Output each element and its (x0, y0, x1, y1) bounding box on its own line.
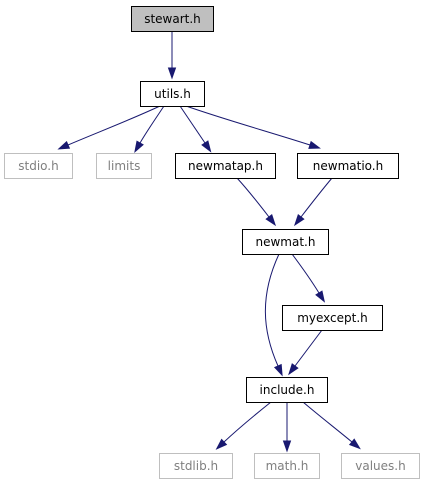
node-utils[interactable]: utils.h (140, 81, 205, 107)
edge-line (139, 105, 165, 144)
edge-stewart-to-utils (167, 30, 177, 80)
edge-arrowhead (273, 363, 283, 377)
edge-arrowhead (57, 140, 71, 150)
edge-newmatap-to-newmat (236, 177, 277, 227)
node-box (297, 153, 399, 179)
edge-arrowhead (348, 438, 361, 450)
node-label: stdio.h (18, 159, 58, 173)
edge-line (294, 329, 323, 367)
edge-line (291, 253, 320, 294)
node-label: limits (108, 159, 141, 173)
edge-arrowhead (293, 214, 305, 227)
edge-line (300, 177, 333, 218)
edge-include-to-math (282, 402, 292, 453)
edge-newmat-to-myexcept (291, 253, 326, 303)
node-box (175, 153, 276, 179)
node-math: math.h (254, 453, 320, 479)
node-stdio: stdio.h (4, 153, 73, 179)
edge-line (185, 105, 311, 146)
node-myexcept[interactable]: myexcept.h (282, 305, 383, 331)
nodes-layer: stewart.h utils.h stdio.h limits newmatap.h n… (4, 6, 420, 479)
node-box (282, 305, 383, 331)
edge-utils-to-stdio (57, 105, 161, 150)
node-limits: limits (96, 153, 152, 179)
edge-newmatio-to-newmat (293, 177, 333, 227)
edge-include-to-stdlib (215, 401, 272, 450)
edge-arrowhead (201, 140, 212, 153)
edge-line (236, 177, 270, 218)
node-newmatio[interactable]: newmatio.h (297, 153, 399, 179)
edge-utils-to-newmatap (179, 105, 212, 153)
edge-arrowhead (282, 440, 292, 453)
node-stdlib: stdlib.h (159, 453, 233, 479)
node-label: newmatap.h (188, 159, 263, 173)
node-box (96, 153, 152, 179)
node-label: math.h (266, 459, 309, 473)
node-label: newmat.h (256, 235, 316, 249)
edge-arrowhead (288, 363, 299, 376)
edge-arrowhead (134, 140, 144, 153)
edge-line (264, 253, 280, 367)
node-include[interactable]: include.h (246, 377, 328, 403)
node-box (140, 81, 205, 107)
node-box (246, 377, 328, 403)
edges-layer (57, 30, 361, 453)
node-newmat[interactable]: newmat.h (242, 229, 329, 255)
node-label: stdlib.h (174, 459, 218, 473)
node-label: include.h (260, 383, 315, 397)
edge-line (179, 105, 206, 144)
edge-arrowhead (315, 290, 326, 303)
node-label: newmatio.h (313, 159, 383, 173)
node-values: values.h (341, 453, 420, 479)
edge-arrowhead (265, 214, 277, 227)
edge-newmat-to-include (264, 253, 283, 377)
edge-include-to-values (302, 401, 361, 450)
edge-arrowhead (215, 438, 228, 450)
node-label: myexcept.h (297, 311, 368, 325)
node-label: stewart.h (144, 12, 201, 26)
node-stewart[interactable]: stewart.h (131, 6, 214, 32)
edge-line (302, 401, 353, 443)
node-label: utils.h (154, 87, 191, 101)
node-box (4, 153, 73, 179)
node-box (159, 453, 233, 479)
node-box (341, 453, 420, 479)
edge-arrowhead (308, 140, 321, 149)
edge-line (223, 401, 272, 443)
node-box (254, 453, 320, 479)
edge-utils-to-newmatio (185, 105, 321, 149)
node-label: values.h (355, 459, 405, 473)
node-newmatap[interactable]: newmatap.h (175, 153, 276, 179)
edge-utils-to-limits (134, 105, 165, 153)
node-box (242, 229, 329, 255)
node-box (131, 6, 214, 32)
edge-arrowhead (167, 67, 177, 80)
edge-line (67, 105, 161, 146)
edge-myexcept-to-include (288, 329, 323, 376)
